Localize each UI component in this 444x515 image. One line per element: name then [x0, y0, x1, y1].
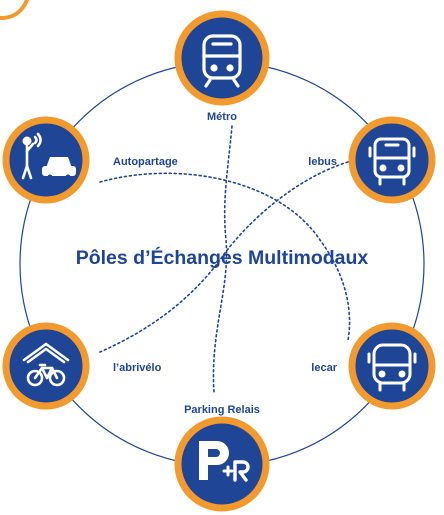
city-bus-icon	[368, 137, 416, 186]
node-label-lebus: lebus	[308, 156, 337, 168]
node-labrivelo: l’abrivélo	[2, 322, 162, 410]
connector-lines	[99, 125, 351, 393]
park-and-ride-icon	[199, 441, 250, 482]
coach-icon	[367, 343, 417, 392]
node-label-labrivelo: l’abrivélo	[113, 362, 162, 374]
bike-shelter-icon	[22, 342, 70, 387]
corner-badge	[0, 0, 29, 20]
node-lebus: lebus	[308, 116, 436, 204]
node-label-lecar: lecar	[311, 362, 337, 374]
car-sharing-icon	[21, 132, 76, 180]
node-parking: Parking Relais	[174, 404, 270, 512]
node-label-autopartage: Autopartage	[113, 156, 178, 168]
connector-lebus-labrivelo	[99, 161, 349, 353]
node-lecar: lecar	[311, 322, 436, 410]
node-metro: Métro	[174, 10, 270, 123]
connector-autopartage-lecar	[99, 172, 351, 341]
connector-metro-parking	[212, 125, 233, 393]
node-label-metro: Métro	[207, 111, 237, 123]
node-label-parking: Parking Relais	[184, 404, 260, 416]
center-title: Pôles d’Échanges Multimodaux	[76, 246, 369, 269]
metro-train-icon	[202, 34, 242, 88]
node-autopartage: Autopartage	[2, 116, 178, 204]
